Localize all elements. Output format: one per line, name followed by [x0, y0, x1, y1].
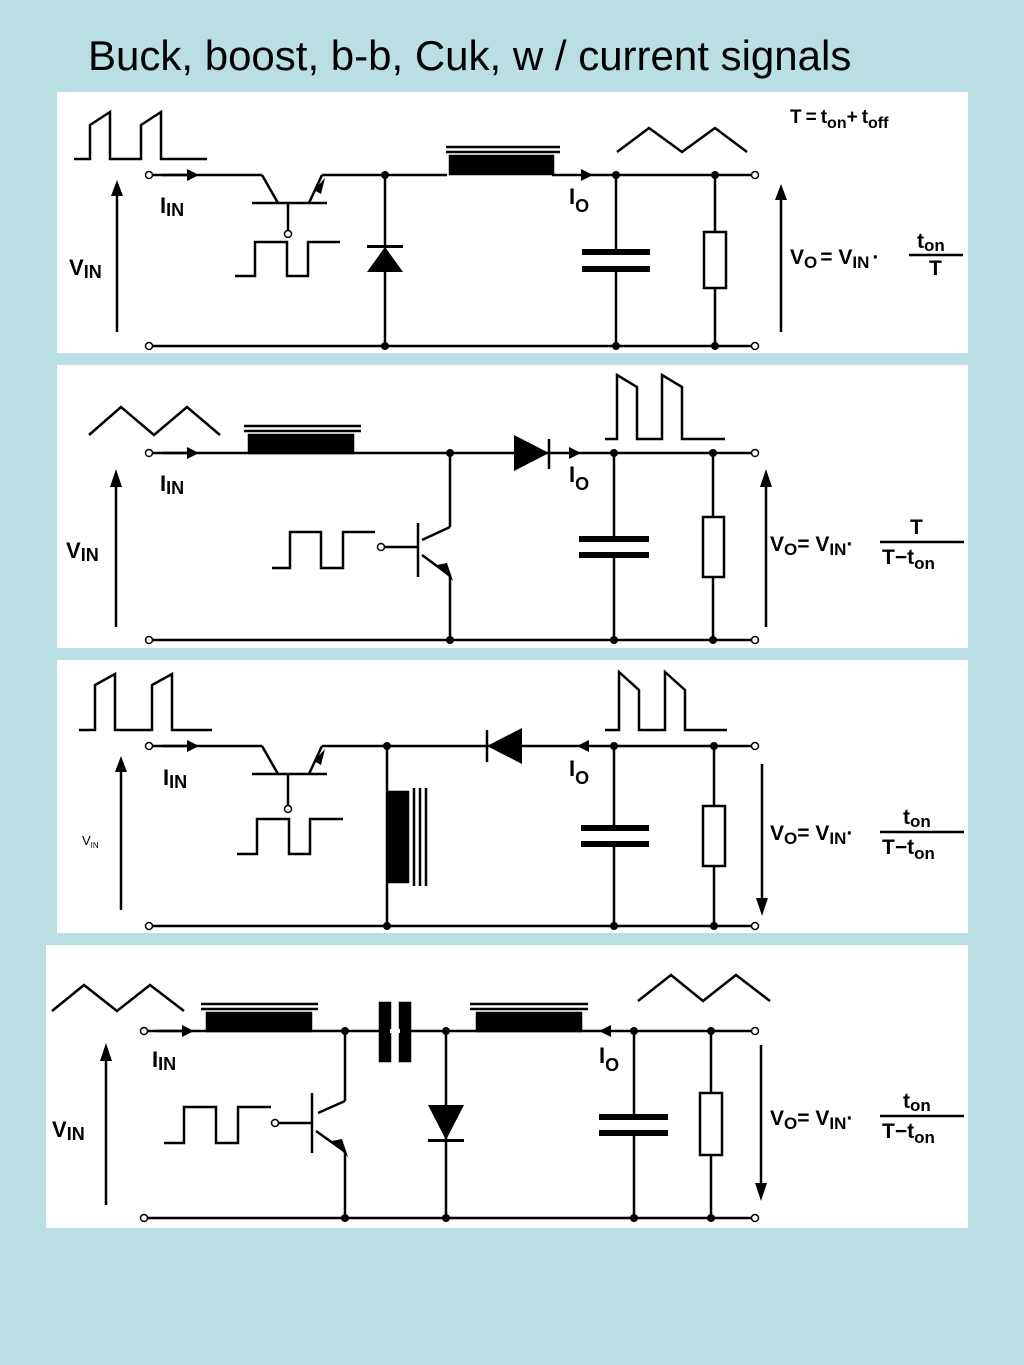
- triangle-wave-icon: [637, 973, 771, 1003]
- diode-icon: [514, 435, 549, 471]
- iin-label: IIN: [163, 765, 187, 792]
- transistor-icon: [314, 749, 325, 765]
- vin-label: VIN: [69, 255, 102, 282]
- buck-boost-fraction-numerator: ton: [903, 806, 931, 831]
- buck-fraction-denominator: T: [929, 257, 942, 280]
- boost-fraction-denominator: T−ton: [882, 546, 935, 573]
- boost-vo-formula: VO= VIN·: [770, 533, 853, 559]
- inductor-icon: [205, 1011, 313, 1033]
- diode-icon: [428, 1105, 464, 1140]
- cuk-converter-panel: IIN VIN IO VO= VIN· ton T−ton: [46, 945, 968, 1228]
- transistor-icon: [437, 563, 453, 581]
- buck-schematic: IIN VIN IO T=ton+toff VO= VIN· ton T: [69, 107, 963, 351]
- iin-label: IIN: [160, 471, 184, 498]
- boost-schematic: IIN VIN IO VO= VIN· T T−ton: [66, 372, 964, 645]
- io-label: IO: [599, 1043, 619, 1075]
- buck-boost-schematic: IIN VIN IO VO= VIN· ton T−ton: [79, 669, 964, 931]
- diode-icon: [367, 247, 403, 272]
- inductor-icon: [475, 1011, 583, 1033]
- period-formula: T=ton+toff: [790, 107, 889, 132]
- boost-fraction-numerator: T: [910, 516, 923, 539]
- resistor-icon: [702, 230, 728, 290]
- transistor-icon: [314, 178, 325, 194]
- square-wave-icon: [272, 530, 375, 570]
- cuk-fraction-denominator: T−ton: [882, 1120, 935, 1147]
- buck-vo-formula: VO= VIN·: [790, 246, 879, 272]
- buck-boost-vo-formula: VO= VIN·: [770, 822, 853, 848]
- sawtooth-current-icon: [79, 671, 212, 732]
- square-wave-icon: [164, 1105, 271, 1145]
- resistor-icon: [698, 1091, 724, 1157]
- vin-small-label: VIN: [82, 833, 99, 850]
- buck-boost-converter-panel: IIN VIN IO VO= VIN· ton T−ton: [57, 660, 968, 933]
- inductor-icon: [448, 154, 555, 176]
- diode-icon: [487, 728, 522, 764]
- triangle-wave-icon: [51, 983, 185, 1013]
- capacitor-icon: [378, 1001, 392, 1063]
- sawtooth-current-icon: [605, 372, 725, 441]
- cuk-vo-formula: VO= VIN·: [770, 1107, 853, 1133]
- sawtooth-current-icon: [605, 669, 727, 732]
- triangle-wave-icon: [616, 126, 748, 154]
- buck-fraction-numerator: ton: [917, 230, 945, 255]
- buck-converter-panel: IIN VIN IO T=ton+toff VO= VIN· ton T: [57, 92, 968, 353]
- inductor-icon: [247, 433, 355, 455]
- io-label: IO: [569, 756, 589, 788]
- resistor-icon: [701, 804, 727, 868]
- transistor-icon: [332, 1139, 348, 1157]
- slide-title: Buck, boost, b-b, Cuk, w / current signa…: [88, 32, 852, 79]
- cuk-fraction-numerator: ton: [903, 1090, 931, 1115]
- io-label: IO: [569, 462, 589, 494]
- iin-label: IIN: [160, 193, 184, 220]
- transformer-icon: [386, 790, 410, 884]
- vin-label: VIN: [66, 538, 99, 565]
- iin-label: IIN: [152, 1047, 176, 1074]
- buck-boost-fraction-denominator: T−ton: [882, 836, 935, 863]
- cuk-schematic: IIN VIN IO VO= VIN· ton T−ton: [51, 973, 964, 1223]
- boost-converter-panel: IIN VIN IO VO= VIN· T T−ton: [57, 365, 968, 648]
- sawtooth-current-icon: [74, 109, 207, 161]
- square-wave-icon: [235, 240, 340, 278]
- resistor-icon: [701, 515, 726, 579]
- vin-label: VIN: [52, 1117, 85, 1144]
- square-wave-icon: [237, 817, 343, 856]
- triangle-wave-icon: [88, 405, 221, 437]
- io-label: IO: [569, 184, 589, 216]
